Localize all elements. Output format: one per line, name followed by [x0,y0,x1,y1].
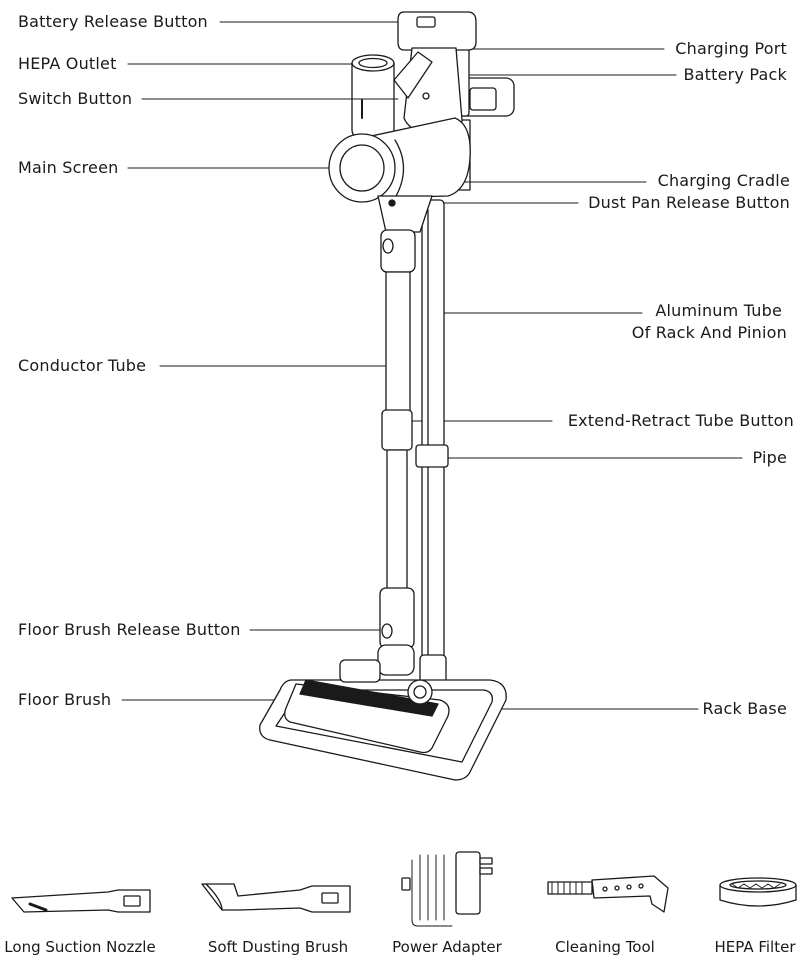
label-cleaning-tool: Cleaning Tool [555,938,655,956]
label-hepa-filter: HEPA Filter [714,938,796,956]
power-adapter-illustration [401,851,493,927]
label-charging-cradle: Charging Cradle [657,171,790,190]
label-hepa-outlet: HEPA Outlet [18,54,117,73]
label-switch-button: Switch Button [18,89,133,108]
label-extend-retract-tube-button: Extend-Retract Tube Button [567,411,794,430]
aluminum-rack-tube [415,199,449,684]
floor-brush [259,644,507,781]
hepa-filter-illustration [719,877,797,907]
label-soft-dusting-brush: Soft Dusting Brush [207,938,349,956]
soft-dusting-brush-illustration [201,883,351,913]
conductor-tube [379,229,416,649]
label-rack-base: Rack Base [702,699,787,718]
long-suction-nozzle-illustration [11,889,151,913]
label-battery-pack: Battery Pack [683,65,787,84]
label-battery-release-button: Battery Release Button [18,12,208,31]
label-dust-pan-release-button: Dust Pan Release Button [588,193,790,212]
label-power-adapter: Power Adapter [392,938,502,956]
label-charging-port: Charging Port [675,39,787,58]
vacuum-main-body [328,11,477,233]
cleaning-tool-illustration [547,875,669,913]
label-aluminum-tube: Aluminum Tube [655,301,782,320]
label-floor-brush-release-button: Floor Brush Release Button [18,620,241,639]
label-floor-brush: Floor Brush [18,690,112,709]
label-main-screen: Main Screen [18,158,119,177]
label-of-rack-and-pinion: Of Rack And Pinion [631,323,787,342]
label-long-suction-nozzle: Long Suction Nozzle [4,938,156,956]
label-pipe: Pipe [752,448,787,467]
label-conductor-tube: Conductor Tube [18,356,147,375]
